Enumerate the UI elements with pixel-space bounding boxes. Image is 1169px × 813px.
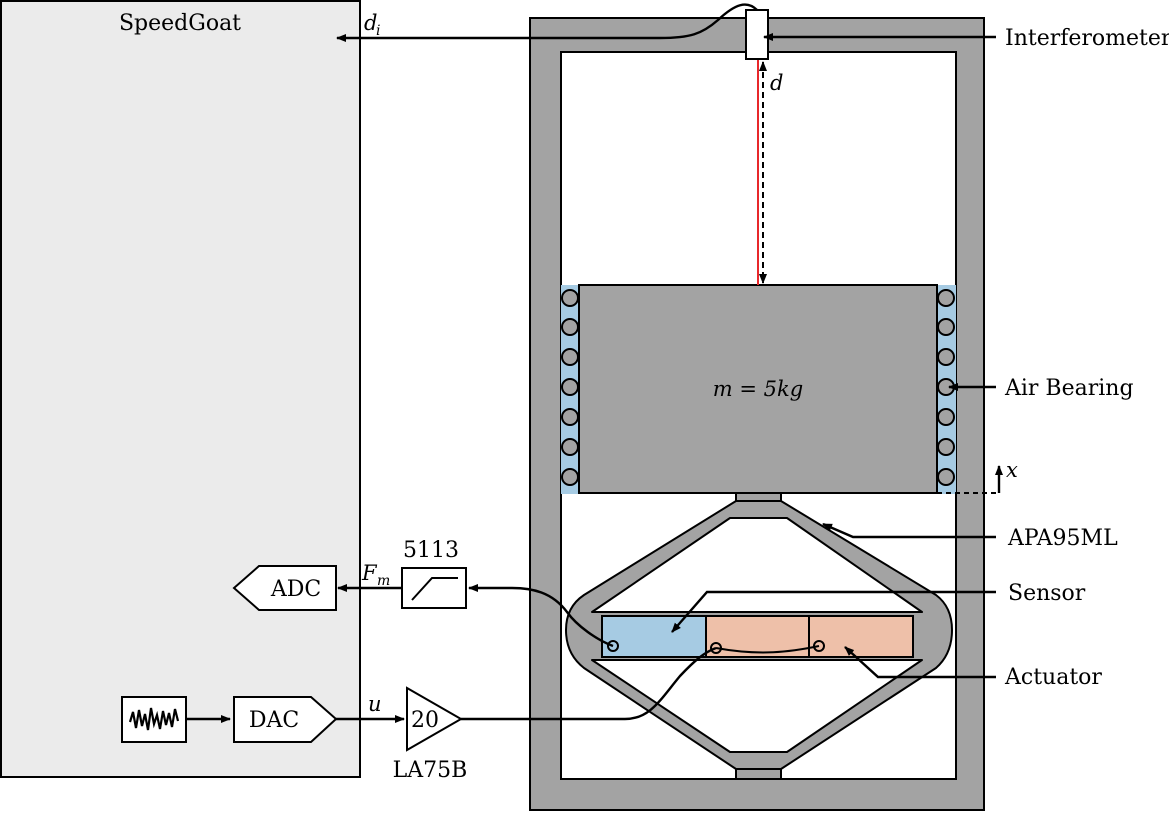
amplifier-block: 20 LA75B — [393, 686, 468, 783]
signal-di-wire — [336, 3, 758, 42]
signal-di-sub: i — [376, 23, 380, 39]
label-apa: APA95ML — [1007, 526, 1118, 551]
dac-block: DAC — [233, 696, 338, 743]
sensor-signal-wire — [468, 584, 614, 648]
sensor-pointer — [671, 590, 996, 633]
signal-x: x — [1006, 458, 1018, 482]
mass-block: m = 5kg — [578, 284, 938, 494]
actuator-stack-2 — [808, 615, 914, 658]
label-sensor: Sensor — [1008, 581, 1086, 606]
label-air-bearing: Air Bearing — [1004, 376, 1134, 401]
signal-fm: F — [361, 561, 378, 585]
signal-di: d — [364, 11, 377, 35]
amplifier-gain: 20 — [411, 708, 439, 733]
speedgoat-box: SpeedGoat — [0, 0, 361, 778]
actuator-pointer — [844, 646, 996, 679]
amplifier-label: LA75B — [393, 758, 468, 783]
filter-label: 5113 — [403, 538, 459, 563]
air-bearing-right — [937, 285, 956, 494]
adc-block: ADC — [232, 565, 337, 611]
sensor-stack — [601, 615, 707, 658]
signal-u: u — [368, 692, 382, 716]
signal-d: d — [770, 71, 783, 95]
adc-label: ADC — [270, 577, 321, 602]
signal-fm-sub: m — [377, 573, 390, 589]
piezo-stack — [601, 615, 914, 658]
sensor-electrode — [607, 640, 619, 652]
apa-pointer — [822, 522, 996, 539]
filter-block: 5113 — [401, 538, 467, 609]
noise-icon — [128, 707, 180, 731]
mass-label: m = 5kg — [713, 377, 803, 401]
dac-label: DAC — [249, 708, 299, 733]
actuator-drive-wire — [461, 646, 717, 721]
interferometer-head — [745, 9, 769, 60]
speedgoat-title: SpeedGoat — [119, 11, 241, 36]
label-interferometer: Interferometer — [1005, 26, 1169, 51]
label-actuator: Actuator — [1004, 665, 1102, 690]
noise-generator — [121, 696, 187, 743]
